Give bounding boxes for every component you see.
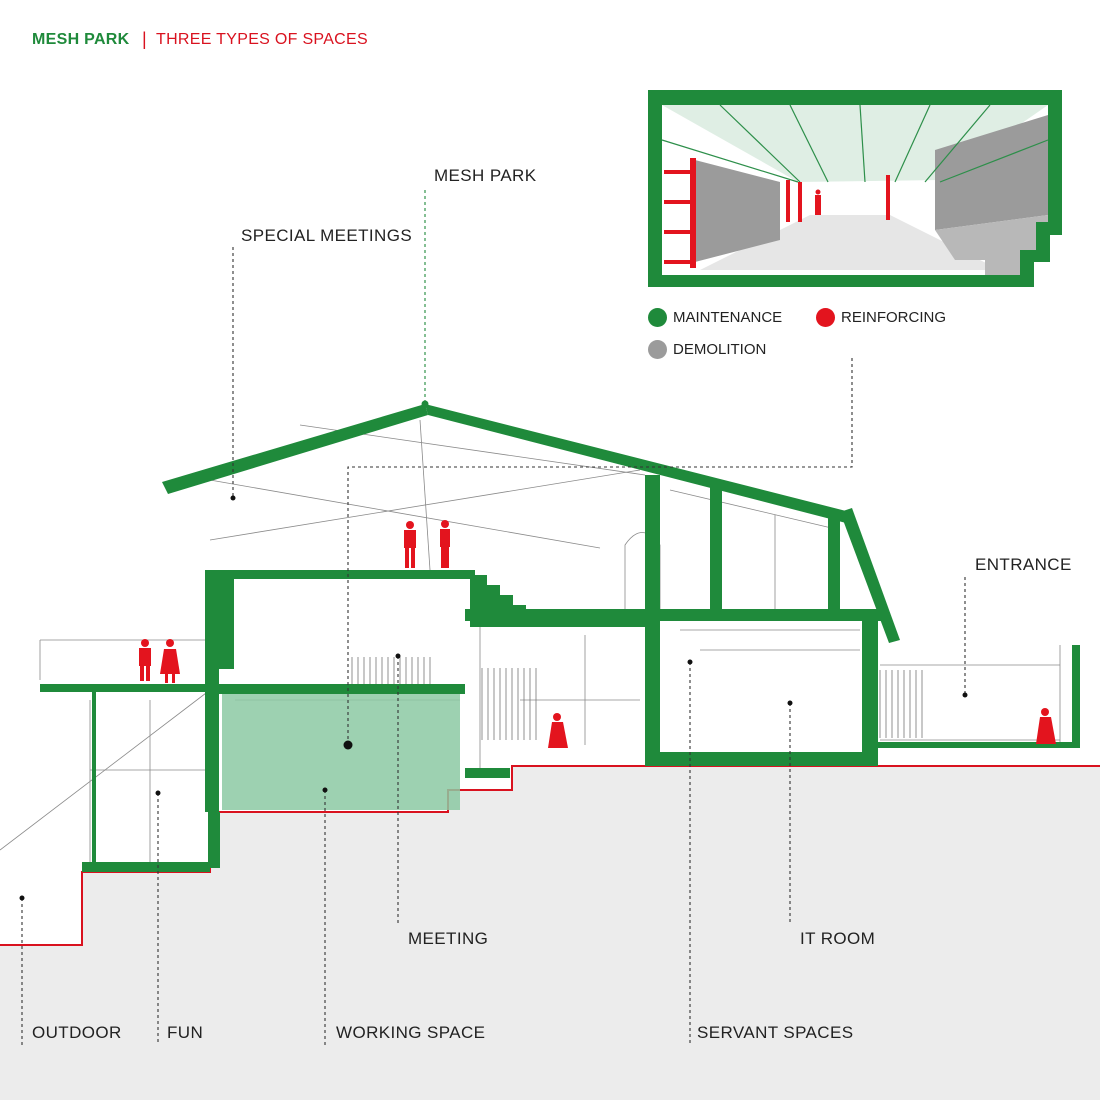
person-mezzanine-1 <box>404 521 416 568</box>
column-a <box>645 475 660 765</box>
label-servant-spaces: SERVANT SPACES <box>697 1023 854 1042</box>
label-fun: FUN <box>167 1023 204 1042</box>
demolition-dot-icon <box>648 340 667 359</box>
person-terrace-1 <box>139 639 151 681</box>
inset-stepped-edge <box>935 215 1048 275</box>
terrace-slab <box>40 684 210 692</box>
person-servant <box>548 713 568 748</box>
leader-dots <box>19 400 968 901</box>
column-b <box>710 487 722 612</box>
left-wall-inner <box>219 579 234 669</box>
legend-demolition: DEMOLITION <box>648 340 766 359</box>
outdoor-column <box>92 692 96 864</box>
person-mezzanine-2 <box>440 520 450 568</box>
leader-lines <box>21 190 966 1045</box>
inset-floor <box>700 215 1000 270</box>
inset-perspective-lines <box>661 104 1049 183</box>
inset-perspective <box>648 90 1062 287</box>
it-room-right-wall <box>862 620 878 765</box>
roof-right <box>425 404 850 523</box>
middle-floor-slab <box>465 609 885 621</box>
inset-left-wall-demolition <box>695 160 780 262</box>
title-separator: | <box>142 29 147 49</box>
inset-maintenance-frame <box>648 90 1062 287</box>
inset-reinforcing <box>664 158 890 268</box>
ground-line <box>0 765 1100 946</box>
column-c <box>828 515 840 610</box>
label-it-room: IT ROOM <box>800 929 876 948</box>
label-mesh-park: MESH PARK <box>434 166 537 185</box>
project-title: MESH PARK <box>32 31 130 48</box>
legend-maintenance: MAINTENANCE <box>648 308 782 327</box>
label-special-meetings: SPECIAL MEETINGS <box>241 226 413 245</box>
ground-mass <box>0 766 1100 1100</box>
inset-right-wall-demolition <box>935 115 1048 230</box>
entrance-wall <box>1072 645 1080 748</box>
label-outdoor: OUTDOOR <box>32 1023 122 1042</box>
stair-steps <box>470 575 526 612</box>
leader-inset <box>347 358 853 745</box>
entrance-slab <box>878 742 1076 748</box>
first-floor-slab <box>210 684 465 694</box>
label-entrance: ENTRANCE <box>975 555 1072 574</box>
legend-reinforcing: REINFORCING <box>816 308 946 327</box>
servant-slab <box>465 768 510 778</box>
label-meeting: MEETING <box>408 929 489 948</box>
maintenance-structure <box>40 404 1080 872</box>
person-entrance <box>1036 708 1056 744</box>
legend-demolition-label: DEMOLITION <box>673 341 767 358</box>
step-riser <box>208 812 220 868</box>
people-figures <box>139 520 1056 748</box>
diagram-subtitle: THREE TYPES OF SPACES <box>156 31 368 48</box>
stair-hatch <box>351 657 923 740</box>
mezzanine-slab <box>205 570 475 579</box>
legend-reinforcing-label: REINFORCING <box>841 309 946 326</box>
label-working-space: WORKING SPACE <box>336 1023 486 1042</box>
person-terrace-2 <box>160 639 180 683</box>
maintenance-dot-icon <box>648 308 667 327</box>
legend-maintenance-label: MAINTENANCE <box>673 309 783 326</box>
outdoor-step <box>82 862 210 872</box>
working-space-fill <box>222 692 460 810</box>
middle-floor-underside <box>470 621 650 627</box>
reinforcing-dot-icon <box>816 308 835 327</box>
roof-left <box>162 404 428 494</box>
lower-floor-slab <box>645 752 878 766</box>
